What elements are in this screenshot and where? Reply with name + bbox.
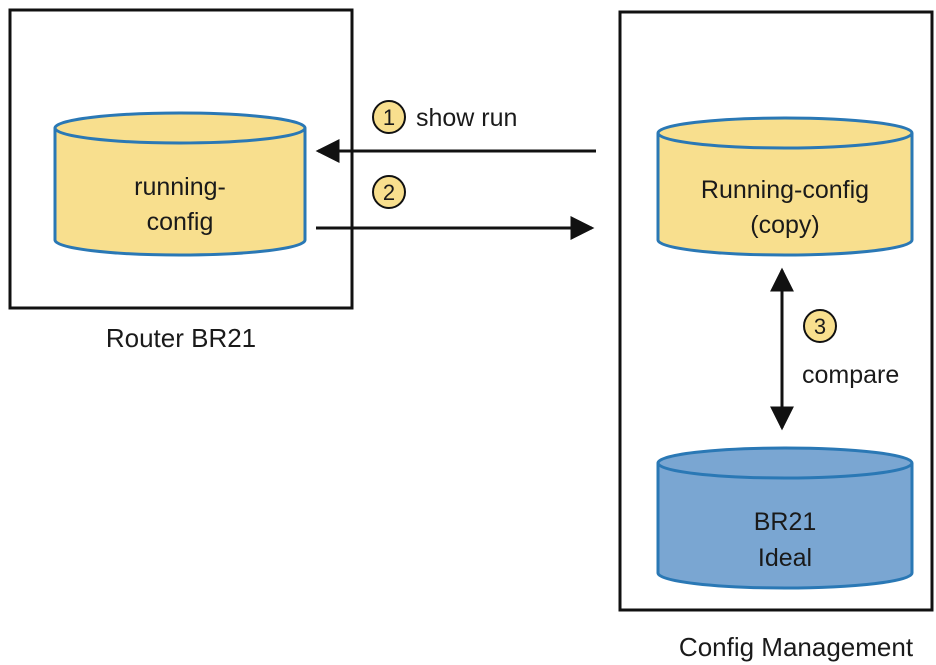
router-box — [8, 8, 354, 310]
step-1-number: 1 — [383, 105, 395, 130]
config-management-box — [618, 10, 934, 612]
running-config-copy-cylinder: Running-config (copy) — [656, 116, 914, 257]
router-caption: Router BR21 — [106, 323, 256, 353]
ideal-db-line1: BR21 — [754, 508, 817, 536]
ideal-config-cylinder: BR21 Ideal — [656, 446, 914, 590]
ideal-db-line2: Ideal — [758, 544, 812, 572]
router-db-line1: running- — [134, 173, 226, 201]
step-2-badge: 2 — [372, 175, 406, 209]
step-1-badge: 1 — [372, 100, 406, 134]
step-1-label: show run — [416, 104, 517, 132]
router-running-config-cylinder: running- config — [53, 111, 307, 257]
step-3-badge: 3 — [803, 309, 837, 343]
step-2-number: 2 — [383, 180, 395, 205]
step-3-number: 3 — [814, 314, 826, 339]
copy-db-line2: (copy) — [750, 211, 819, 239]
router-db-line2: config — [147, 208, 214, 236]
step-3-label: compare — [802, 361, 899, 389]
copy-db-line1: Running-config — [701, 176, 869, 204]
config-management-caption: Config Management — [679, 632, 914, 662]
